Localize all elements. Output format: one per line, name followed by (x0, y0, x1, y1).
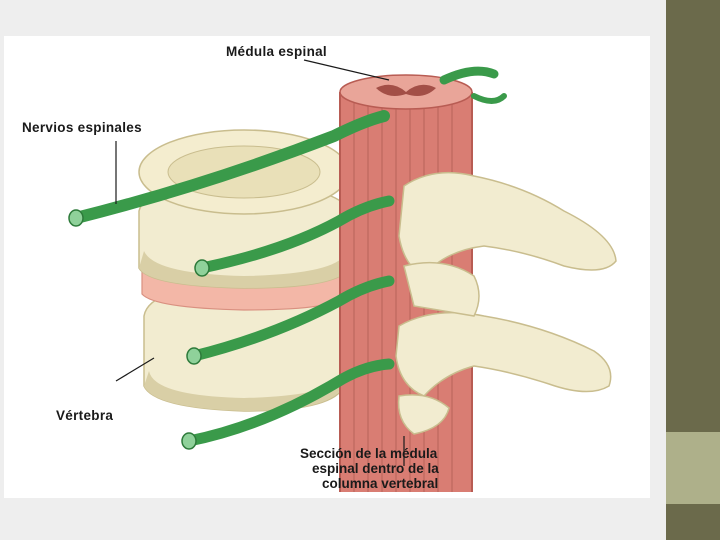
label-spinal-cord: Médula espinal (226, 44, 327, 59)
label-section-line3: columna vertebral (300, 476, 439, 491)
spinal-cord-illustration (4, 36, 650, 498)
slide-sidebar-tab (666, 432, 720, 504)
label-section-line1: Sección de la médula (300, 446, 439, 461)
label-spinal-nerves: Nervios espinales (22, 120, 142, 135)
label-vertebra: Vértebra (56, 408, 113, 423)
label-section: Sección de la médula espinal dentro de l… (300, 446, 439, 491)
figure-panel: Médula espinal Nervios espinales Vértebr… (4, 36, 650, 498)
label-section-line2: espinal dentro de la (300, 461, 439, 476)
